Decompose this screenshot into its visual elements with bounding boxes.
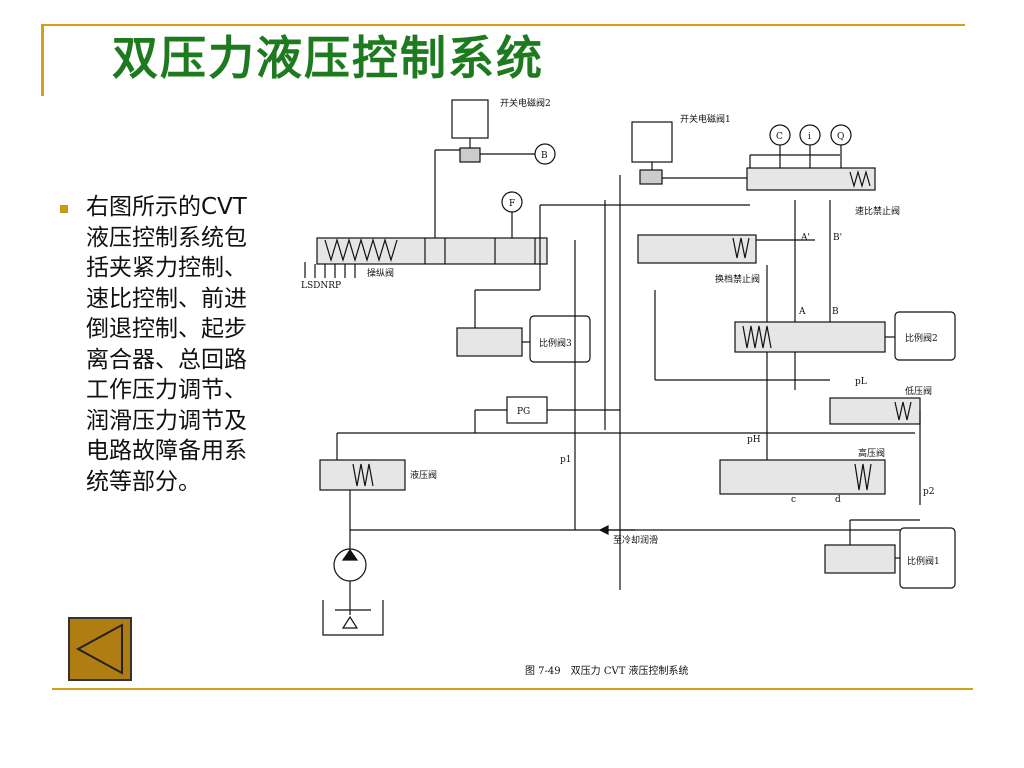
label-low-pressure-valve: 低压阀 [905,385,932,397]
title-accent-bar [41,24,44,96]
label-port-d: d [835,495,841,505]
label-prop-valve-1: 比例阀1 [907,555,940,567]
bottom-rule [52,688,973,690]
label-gauge-f: F [509,199,515,209]
triangle-left-icon [75,623,123,675]
top-rule [41,24,965,26]
label-shift-stop-valve: 换档禁止阀 [715,273,760,285]
label-p2: p2 [923,487,935,497]
hydraulic-schematic: 开关电磁阀2 B F 开关电磁阀1 C i Q 速比禁止阀 A' B' 操纵阀 … [301,97,956,677]
label-a-prime: A' [800,233,810,243]
label-gauge-q: Q [837,132,844,142]
label-gauge-b: B [541,151,548,161]
label-switch-valve-1: 开关电磁阀1 [680,113,731,125]
back-button[interactable] [68,617,132,681]
label-gauge-i: i [808,132,811,142]
label-prop-valve-2: 比例阀2 [905,332,938,344]
label-ratio-stop-valve: 速比禁止阀 [855,205,900,217]
diagram-caption: 图 7-49 双压力 CVT 液压控制系统 [525,664,689,677]
slide-title: 双压力液压控制系统 [112,31,544,85]
label-to-cooling: 至冷却润滑 [613,534,658,546]
label-pg: PG [517,407,530,417]
label-port-a: A [798,307,806,317]
label-switch-valve-2: 开关电磁阀2 [500,97,551,109]
label-gauge-c: C [776,132,783,142]
bullet-text: 右图所示的CVT液压控制系统包括夹紧力控制、速比控制、前进倒退控制、起步离合器、… [86,194,247,495]
label-port-b: B [832,307,839,317]
label-p1: p1 [560,455,572,465]
label-p-l: pL [855,377,867,387]
label-prop-valve-3: 比例阀3 [539,337,572,349]
label-shift-positions: LSDNRP [301,281,341,291]
label-hydraulic-valve: 液压阀 [410,469,437,481]
label-p-h: pH [747,435,761,445]
label-port-c: c [791,495,796,505]
label-b-prime: B' [833,233,842,243]
bullet-marker [60,205,68,213]
label-manual-valve: 操纵阀 [367,267,394,279]
label-high-pressure-valve: 高压阀 [858,447,885,459]
